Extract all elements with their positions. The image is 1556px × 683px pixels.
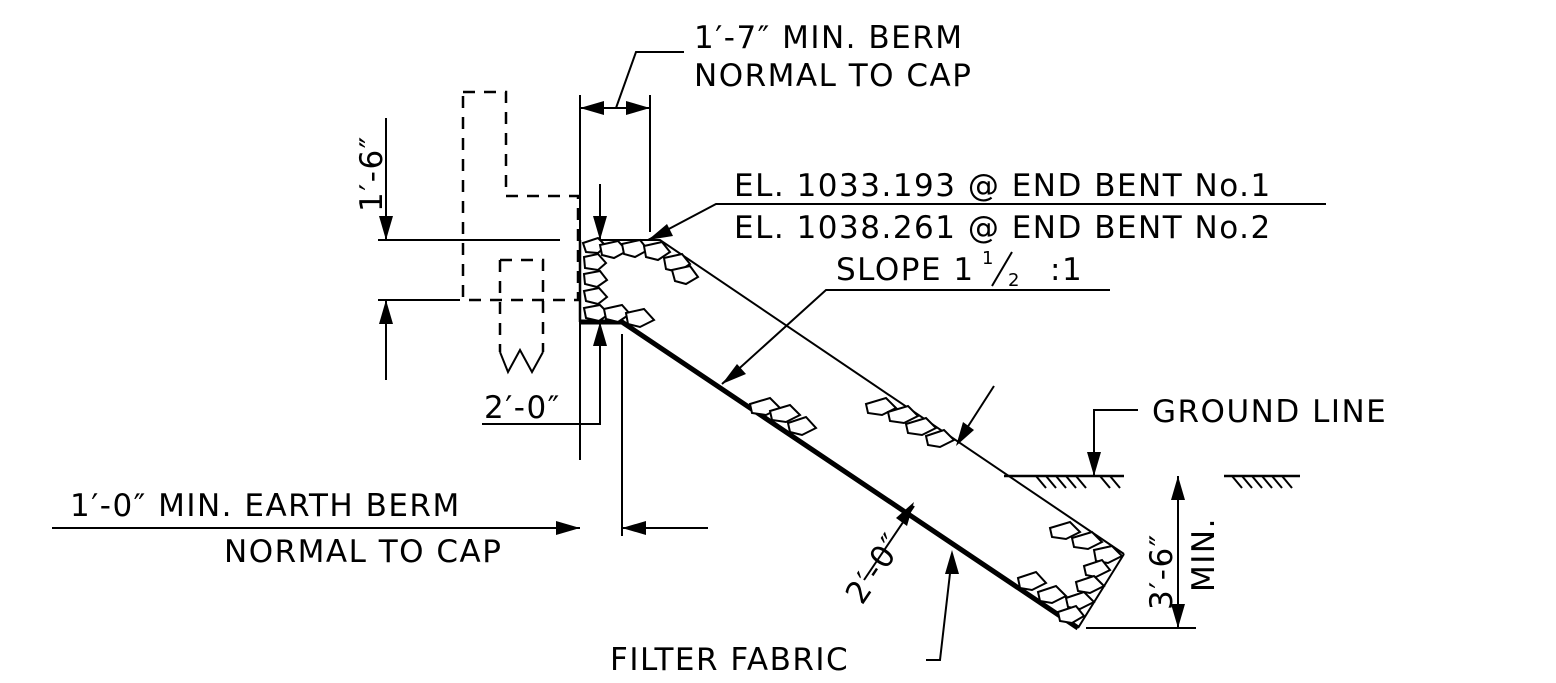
label-dim-vertical-left: 1′-6″ bbox=[354, 135, 390, 212]
dimension-lines bbox=[52, 51, 1326, 661]
label-dim-depth-min: MIN. bbox=[1186, 517, 1222, 592]
label-dim-depth: 3′-6″ bbox=[1144, 533, 1180, 610]
end-bent-cap-outline bbox=[461, 90, 580, 375]
label-slope: SLOPE 1 1 2 :1 bbox=[836, 248, 1083, 291]
label-slope-fraction-den: 2 bbox=[1008, 270, 1021, 291]
label-elevation-2: EL. 1038.261 @ END BENT No.2 bbox=[734, 210, 1272, 246]
label-earth-berm-line2: NORMAL TO CAP bbox=[224, 534, 502, 570]
label-dim-2ft-thickness: 2′-0″ bbox=[839, 527, 912, 611]
label-elevation-1: EL. 1033.193 @ END BENT No.1 bbox=[734, 168, 1272, 204]
label-berm-top-line2: NORMAL TO CAP bbox=[694, 58, 972, 94]
label-filter-fabric: FILTER FABRIC bbox=[610, 642, 849, 678]
ground-line bbox=[1004, 474, 1300, 489]
riprap-stones bbox=[581, 236, 1124, 625]
drawing-labels: 1′-7″ MIN. BERM NORMAL TO CAP 1′-6″ EL. … bbox=[70, 20, 1387, 678]
label-slope-suffix: :1 bbox=[1050, 252, 1083, 288]
label-slope-prefix: SLOPE 1 bbox=[836, 252, 975, 288]
label-dim-2ft-left: 2′-0″ bbox=[484, 390, 561, 426]
label-berm-top-line1: 1′-7″ MIN. BERM bbox=[694, 20, 964, 56]
label-ground-line: GROUND LINE bbox=[1152, 394, 1387, 430]
label-earth-berm-line1: 1′-0″ MIN. EARTH BERM bbox=[70, 488, 461, 524]
label-slope-fraction-num: 1 bbox=[982, 248, 995, 269]
